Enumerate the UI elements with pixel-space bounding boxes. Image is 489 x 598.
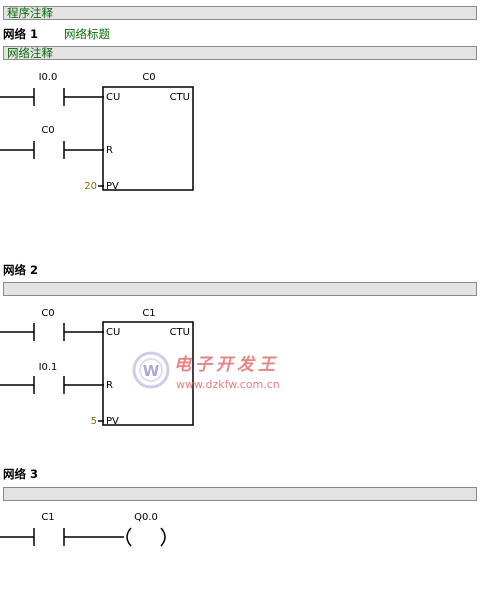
coil-right-arc (160, 527, 166, 547)
network-2-contact-1-label[interactable]: C0 (41, 308, 54, 319)
network-3-comment-bar[interactable] (3, 487, 477, 501)
network-3-coil-label[interactable]: Q0.0 (134, 512, 158, 523)
network-2-rung-r (0, 376, 104, 394)
network-2-pin-cu: CU (106, 327, 120, 338)
network-1-comment-bar[interactable]: 网络注释 (3, 46, 477, 60)
network-2-comment-bar[interactable] (3, 282, 477, 296)
network-2-counter-type: CTU (170, 327, 190, 338)
network-3-rung (0, 527, 166, 547)
network-1-contact-1-label[interactable]: I0.0 (39, 72, 58, 83)
network-1-comment-text: 网络注释 (7, 46, 53, 60)
watermark-brand: 电子开发王 (174, 355, 279, 375)
network-3-label[interactable]: 网络 3 (3, 467, 39, 481)
coil-left-arc (126, 527, 132, 547)
watermark-logo: W (132, 351, 170, 389)
network-1-title[interactable]: 网络标题 (64, 27, 110, 41)
network-1-pin-pv: PV (106, 181, 119, 192)
network-1-counter-type: CTU (170, 92, 190, 103)
network-2-label[interactable]: 网络 2 (3, 263, 39, 277)
network-2-pin-r: R (106, 380, 113, 391)
network-2-counter-name[interactable]: C1 (142, 308, 155, 319)
program-comment-bar[interactable]: 程序注释 (3, 6, 477, 20)
network-2-contact-2-label[interactable]: I0.1 (39, 362, 58, 373)
network-1-label[interactable]: 网络 1 (3, 27, 39, 41)
network-2-rung-cu (0, 323, 104, 341)
watermark-url: www.dzkfw.com.cn (176, 378, 280, 391)
network-1-counter-name[interactable]: C0 (142, 72, 155, 83)
svg-text:W: W (143, 362, 160, 380)
program-comment-text: 程序注释 (7, 6, 53, 20)
network-1-contact-2-label[interactable]: C0 (41, 125, 54, 136)
network-1-counter-box[interactable] (102, 86, 194, 191)
network-2-pin-pv: PV (106, 416, 119, 427)
network-1-rung-cu (0, 88, 104, 106)
network-3-contact-label[interactable]: C1 (41, 512, 54, 523)
network-1-pin-cu: CU (106, 92, 120, 103)
network-2-counter-box[interactable] (102, 321, 194, 426)
network-1-pv-value[interactable]: 20 (84, 181, 97, 192)
network-1-pin-r: R (106, 145, 113, 156)
network-2-pv-value[interactable]: 5 (91, 416, 97, 427)
network-1-rung-r (0, 141, 104, 159)
